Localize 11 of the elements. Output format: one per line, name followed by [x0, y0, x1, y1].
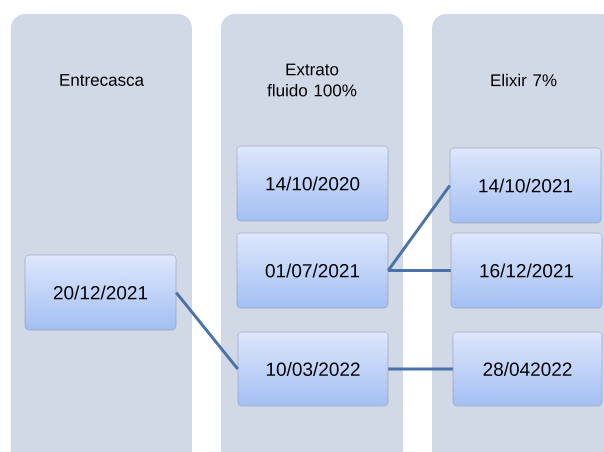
date-box: 14/10/2020 — [236, 146, 388, 222]
connector-line — [175, 292, 239, 370]
date-box: 01/07/2021 — [236, 232, 388, 308]
date-box: 28/042022 — [452, 332, 602, 406]
date-box: 14/10/2021 — [450, 148, 602, 224]
date-box: 20/12/2021 — [24, 254, 176, 330]
connector-line — [387, 184, 452, 272]
date-box: 16/12/2021 — [450, 232, 602, 308]
date-box: 10/03/2022 — [238, 332, 388, 406]
connector-line — [388, 368, 453, 370]
connector-line — [388, 269, 451, 272]
